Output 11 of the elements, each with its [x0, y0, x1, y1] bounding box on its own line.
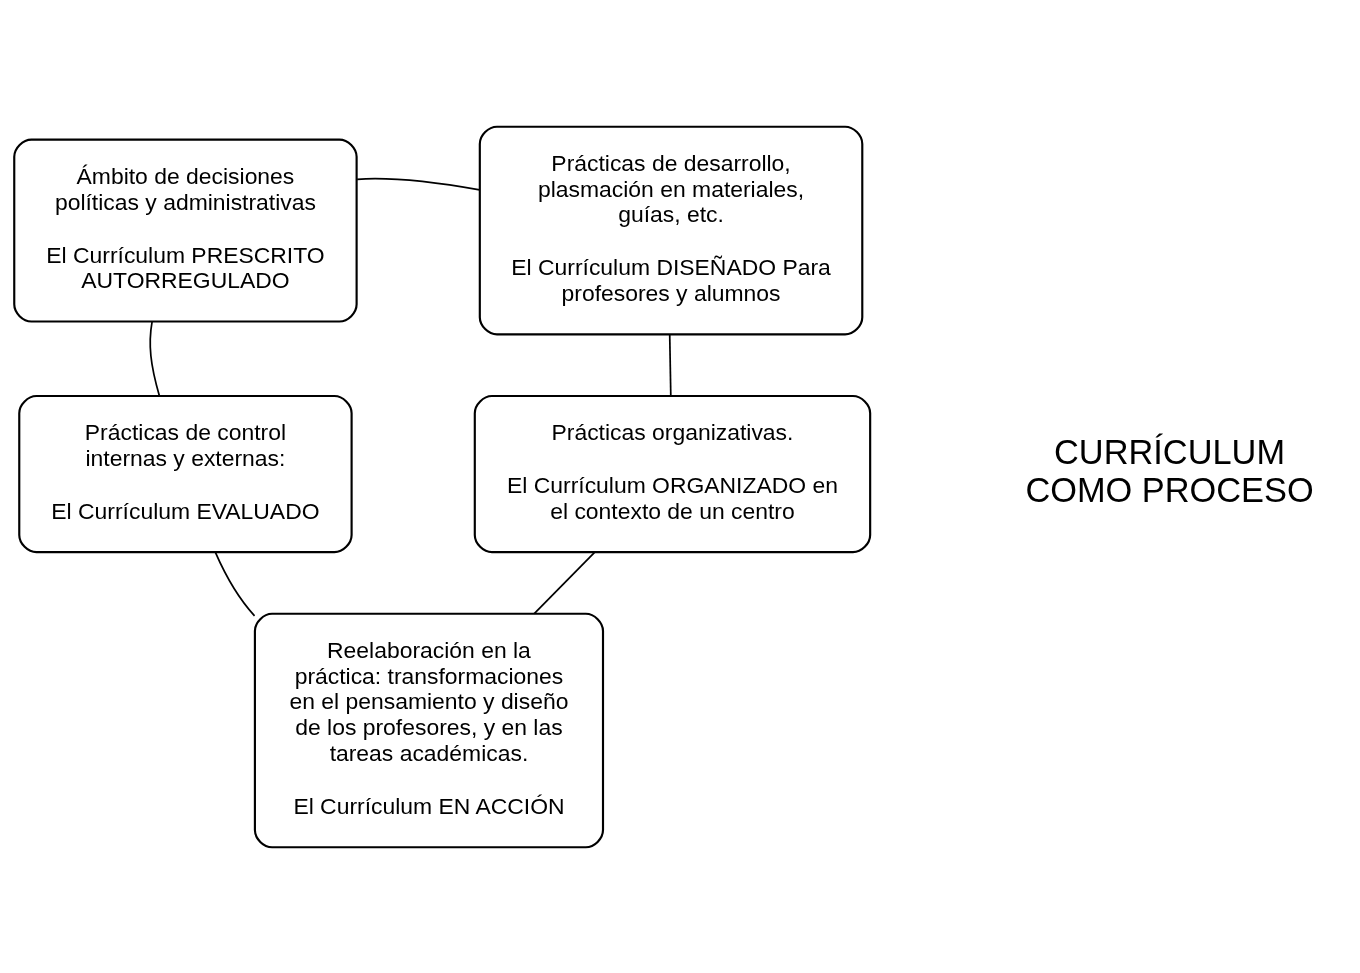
connector	[533, 551, 596, 614]
connector	[668, 333, 672, 397]
node-box: Prácticas de control internas y externas: El Currículum EVALUADO	[18, 394, 353, 553]
connector	[149, 320, 161, 397]
node-box: Reelaboración en la práctica: transformaciones en el pensamiento y diseño de los profesores, y en las tareas académicas. El Currículum EN ACCIÓN	[253, 612, 605, 848]
connector	[356, 177, 481, 191]
connector	[214, 551, 256, 617]
node-box: Ámbito de decisiones políticas y administrativas El Currículum PRESCRITO AUTORREGULADO	[13, 138, 358, 323]
label: CURRÍCULUM COMO PROCESO	[1025, 432, 1314, 509]
node-box: Prácticas de desarrollo, plasmación en materiales, guías, etc. El Currículum DISEÑADO Para profesores y alumnos	[478, 125, 864, 335]
node-box: Prácticas organizativas. El Currículum ORGANIZADO en el contexto de un centro	[473, 394, 872, 553]
